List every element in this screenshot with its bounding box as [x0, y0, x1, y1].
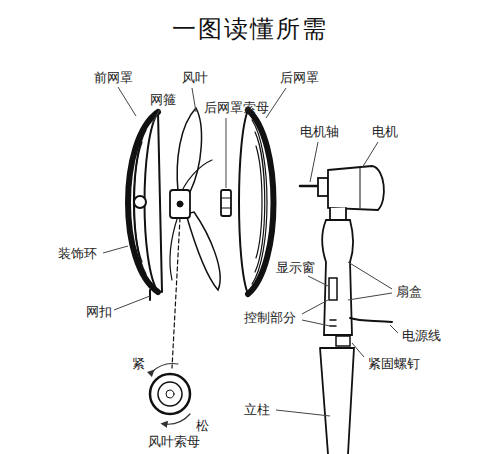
diagram-title: 一图读懂所需 — [0, 14, 500, 44]
part-label: 后网罩索母 — [204, 100, 269, 116]
part-label: 网扣 — [86, 304, 112, 320]
part-label: 立柱 — [244, 402, 270, 418]
part-label: 紧 — [132, 356, 145, 372]
part-label: 后网罩 — [280, 70, 319, 86]
part-label: 显示窗 — [276, 260, 315, 276]
part-label: 紧固螺钉 — [368, 356, 420, 372]
part-label: 前网罩 — [94, 70, 133, 86]
part-label: 控制部分 — [244, 310, 296, 326]
part-label: 风叶索母 — [148, 434, 200, 450]
part-label: 电源线 — [402, 328, 441, 344]
part-label: 松 — [196, 418, 209, 434]
part-label: 装饰环 — [58, 246, 97, 262]
part-label: 风叶 — [182, 70, 208, 86]
part-label: 扇盒 — [396, 284, 422, 300]
part-label: 电机 — [372, 124, 398, 140]
part-label: 网箍 — [150, 92, 176, 108]
part-label: 电机轴 — [300, 124, 339, 140]
